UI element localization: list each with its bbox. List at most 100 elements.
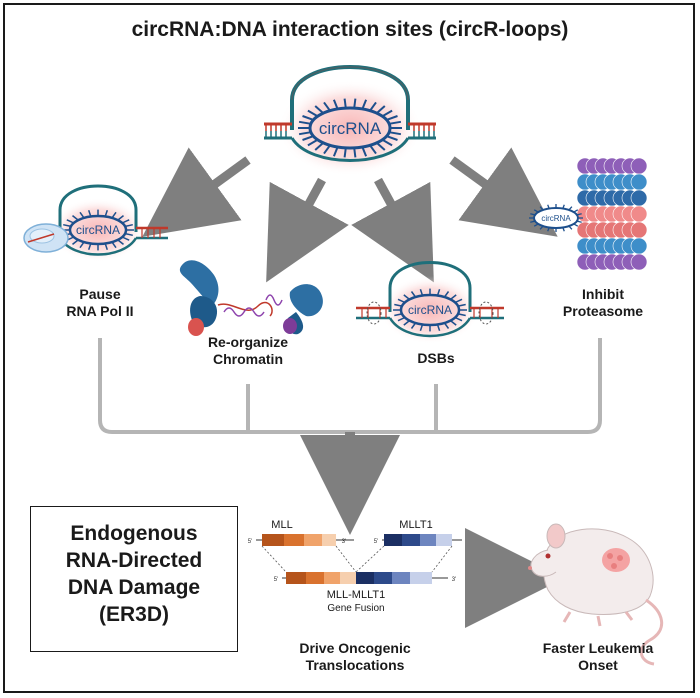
spike [381,138,393,147]
circrna-label-pause: circRNA [76,223,120,237]
rna-polymerase-icon [23,223,69,253]
spike [307,138,319,147]
spike [533,209,539,213]
spike [436,324,441,331]
spike [397,316,406,322]
er3d-line-2: RNA-Directed [65,549,203,572]
spike [376,142,386,151]
spike [72,215,79,221]
spike [562,204,565,209]
spike [457,303,466,307]
spike [87,210,92,217]
leukemia-label: Faster Leukemia Onset [528,640,668,674]
spike [386,135,398,141]
spike [323,144,331,155]
spike [394,313,403,317]
spike [314,105,324,114]
arrow-to-proteasome [449,147,558,237]
spike [576,213,582,216]
effect-arrows [142,147,558,283]
chromatin-line-2: Chromatin [213,351,283,367]
er3d-box [30,506,238,652]
circrna-label-dsb: circRNA [408,303,452,317]
spike [457,313,466,317]
spike [454,298,463,304]
spike [314,142,324,151]
spike [410,291,417,298]
spike [79,241,85,249]
spike [124,232,133,237]
prime3-a: 3' [342,539,346,545]
spike [443,291,450,298]
circrna-label: circRNA [319,119,382,138]
proteasome-label: Inhibit Proteasome [558,286,648,320]
spike [121,236,130,241]
spike [539,225,544,230]
spike [353,98,357,109]
dna-strand-left [264,122,292,140]
prime3-b: 3' [466,539,470,545]
spike [361,99,368,110]
spike [332,99,339,110]
spike [307,109,319,118]
spike [530,213,536,216]
spike [568,206,573,211]
circrna-label-proteasome: circRNA [541,214,571,223]
spike [419,289,424,296]
er3d-line-3: DNA Damage [67,576,201,599]
circr-loop-pause-icon: circRNA [50,184,168,262]
spike [547,227,550,232]
spike [353,147,357,158]
spike [87,243,92,250]
spike [530,220,536,223]
spike [111,241,117,249]
spike [124,223,133,228]
spike [533,223,539,227]
spike [117,215,124,221]
proteasome-line-2: Proteasome [562,303,644,319]
proteasome-subunit [630,173,648,191]
pause-label: Pause RNA Pol II [58,286,142,320]
spike [376,105,386,114]
er3d-line-4: (ER3D) [98,603,169,626]
spike [443,322,450,329]
spike [436,289,441,296]
dsb-label: DSBs [396,350,476,367]
spike [361,146,368,157]
chromatin-label: Re-organize Chromatin [198,334,298,368]
leukemia-line-2: Onset [578,657,618,673]
spike [369,101,377,112]
proteasome-line-1: Inhibit [582,286,624,302]
spike [403,294,410,300]
proteasome-icon [576,157,648,271]
spike [419,324,424,331]
er3d-label: Endogenous RNA-Directed DNA Damage (ER3D… [30,520,238,628]
translocations-line-1: Drive Oncogenic [299,640,411,656]
leukemia-line-1: Faster Leukemia [542,640,654,656]
fusion-name: MLL-MLLT1 [327,589,385,601]
pause-line-2: RNA Pol II [66,303,134,319]
spike [388,131,402,136]
spike [386,115,398,121]
spike [388,120,402,125]
proteasome-subunit [630,237,648,255]
spike [381,109,393,118]
spike [450,320,457,326]
arrow-to-dsb [351,177,434,283]
spike [573,209,579,213]
prime5-a: 5' [248,539,252,545]
circrna-small-icon: circRNA [529,204,583,232]
spike [104,243,109,250]
spike [117,239,124,245]
spike [450,294,457,300]
spike [332,146,339,157]
spike [343,147,347,158]
fusion-subtitle: Gene Fusion [327,603,384,614]
spike [104,210,109,217]
spike [343,98,347,109]
spike [547,204,550,209]
circr-loop-dsb-icon: circRNA [356,261,504,344]
spike [403,320,410,326]
spike [369,144,377,155]
